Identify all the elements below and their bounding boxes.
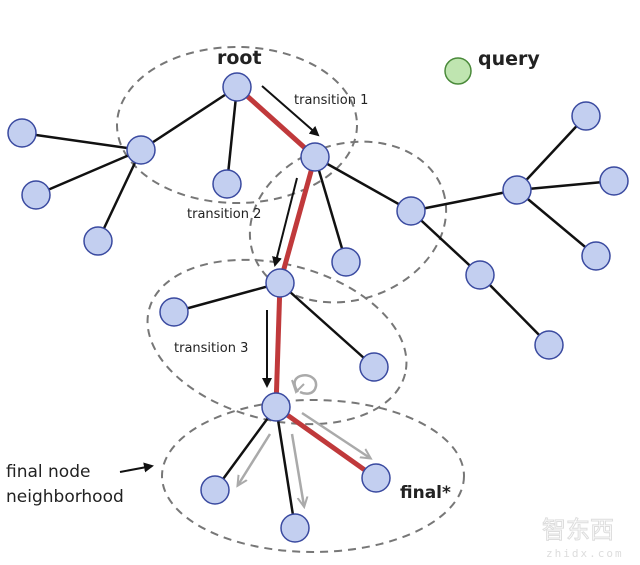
graph-edge: [314, 155, 412, 213]
graph-node-a: [126, 135, 156, 165]
graph-node-n3: [261, 392, 291, 422]
graph-edge: [213, 406, 278, 491]
graph-node-b: [212, 169, 242, 199]
graph-edge: [225, 86, 239, 185]
neighborhood-n1: [248, 140, 448, 304]
graph-node-n3a: [200, 475, 230, 505]
graph-edge: [21, 131, 142, 152]
graph-node-n2b: [359, 352, 389, 382]
graph-node-n2: [265, 268, 295, 298]
search-path-edge: [277, 156, 318, 284]
graph-node-a2: [21, 180, 51, 210]
graph-edge: [35, 148, 142, 197]
final-label: final*: [400, 483, 451, 503]
query-node: [444, 57, 472, 85]
graph-node-final: [361, 463, 391, 493]
graph-edge: [516, 179, 615, 192]
search-path-edge: [274, 404, 378, 481]
graph-edge: [516, 189, 597, 257]
graph-node-h3: [581, 241, 611, 271]
transition-3-label: transition 3: [174, 341, 248, 356]
graph-edge: [173, 281, 281, 314]
graph-node-n1c: [331, 247, 361, 277]
search-path-edge: [235, 85, 317, 159]
graph-edge: [410, 210, 481, 276]
graph-node-h1: [571, 101, 601, 131]
self-loop-arrow-head: [291, 379, 305, 394]
neighborhood-label-line1: final node: [6, 462, 90, 482]
graph-node-p: [465, 260, 495, 290]
neighborhood-pointer-arrow: [119, 462, 154, 473]
transition-2-arrow: [272, 177, 298, 267]
graph-edge: [279, 282, 375, 368]
transition-2-label: transition 2: [187, 207, 261, 222]
candidate-arrow: [290, 433, 304, 506]
graph-node-n2a: [159, 297, 189, 327]
candidate-arrow: [301, 411, 370, 458]
graph-node-a3: [83, 226, 113, 256]
graph-edge: [140, 85, 238, 152]
watermark-logo: 智东西: [542, 516, 614, 544]
query-label: query: [478, 48, 540, 70]
graph-node-h: [502, 175, 532, 205]
neighborhood-root: [116, 46, 358, 204]
graph-edge: [274, 406, 297, 529]
graph-node-p1: [534, 330, 564, 360]
neighborhood-n2: [146, 258, 408, 426]
graph-node-n1: [300, 142, 330, 172]
graph-edge: [96, 149, 143, 242]
root-label: root: [217, 47, 262, 69]
search-path-edge: [273, 282, 283, 408]
neighborhood-label-line2: neighborhood: [6, 487, 124, 507]
graph-edge: [313, 156, 348, 263]
watermark-site: zhidx.com: [546, 547, 624, 560]
neighborhood-final: [161, 399, 465, 553]
graph-node-root: [222, 72, 252, 102]
transition-1-arrow: [261, 85, 320, 137]
candidate-arrow: [238, 433, 272, 485]
graph-node-n3b: [280, 513, 310, 543]
graph-edge: [516, 115, 587, 191]
graph-edge: [479, 274, 550, 346]
graph-node-a1: [7, 118, 37, 148]
graph-node-h2: [599, 166, 629, 196]
transition-1-label: transition 1: [294, 93, 368, 108]
self-loop-arrow: [293, 374, 318, 395]
graph-node-m: [396, 196, 426, 226]
graph-edge: [410, 188, 518, 213]
